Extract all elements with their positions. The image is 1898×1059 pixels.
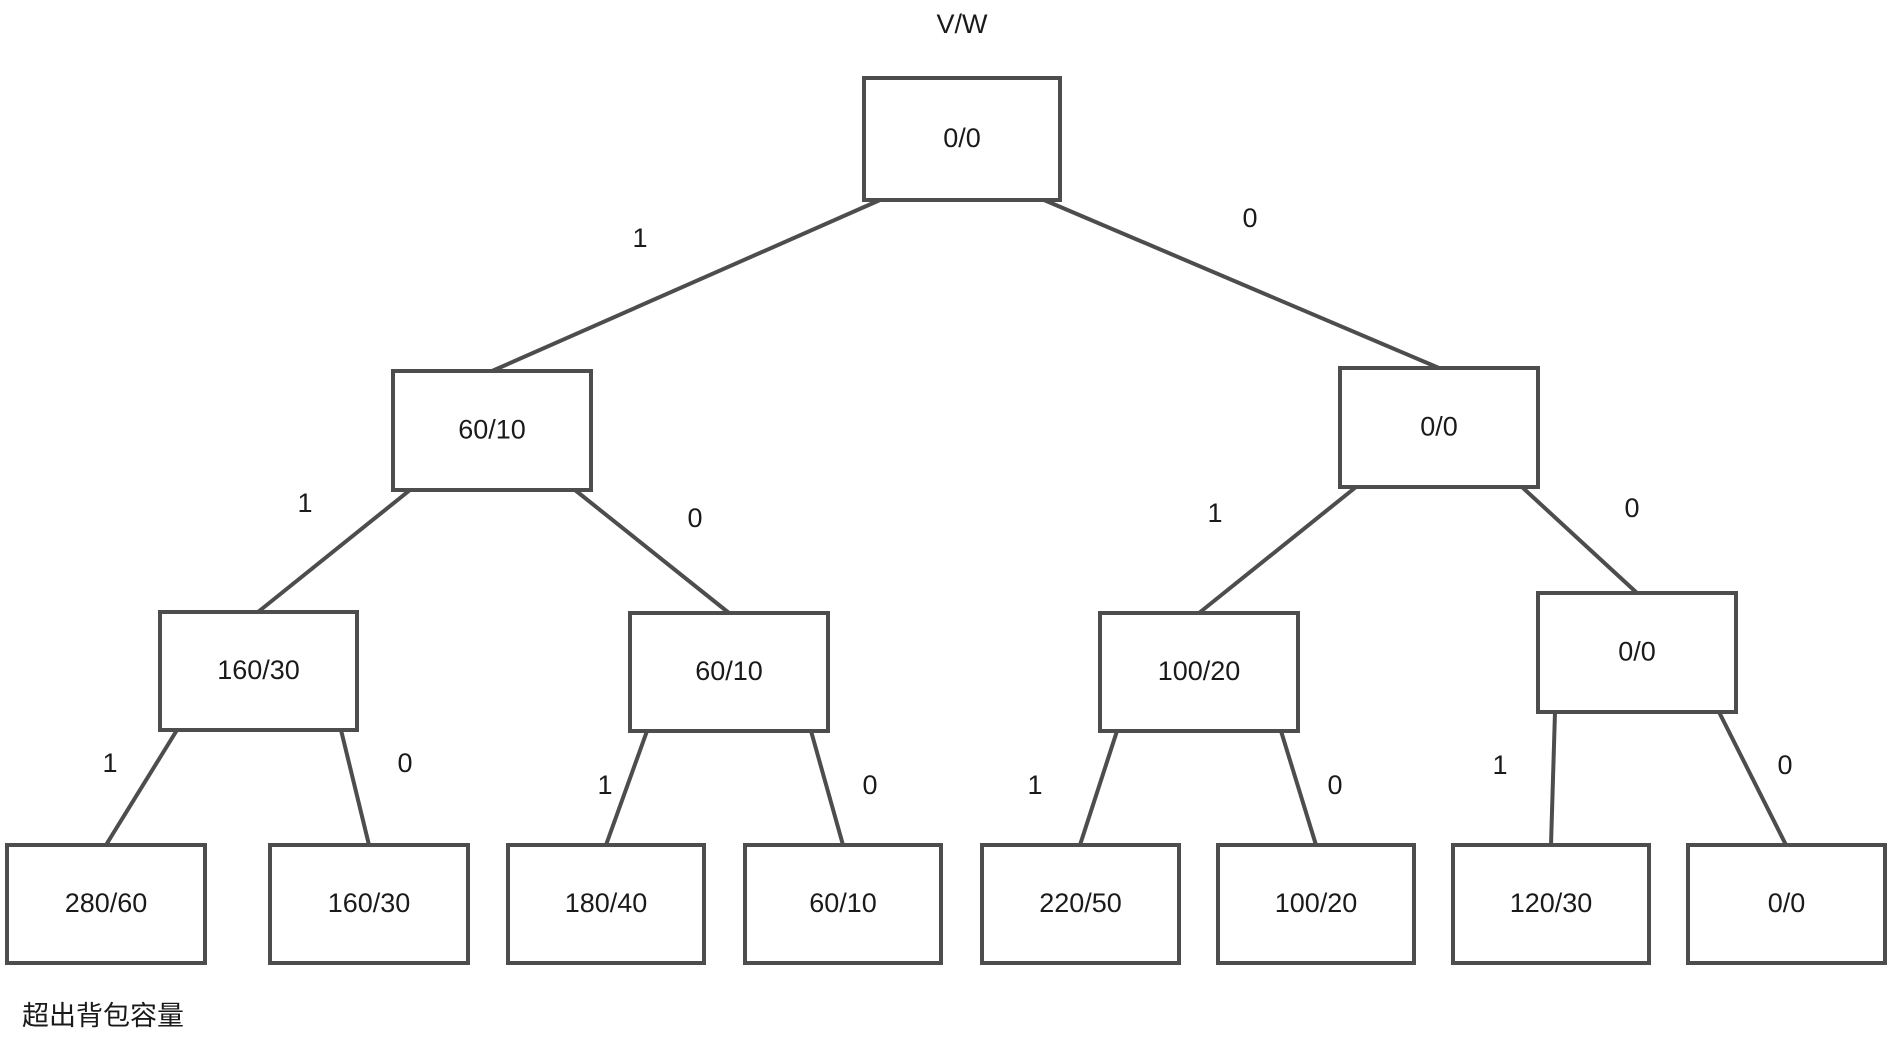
tree-edge (1279, 730, 1318, 846)
tree-node[interactable]: 160/30 (158, 610, 359, 732)
tree-node[interactable]: 0/0 (1338, 366, 1540, 489)
tree-edge (104, 728, 179, 847)
node-box (268, 843, 470, 965)
tree-edge (1520, 485, 1639, 595)
node-label: 0/0 (1768, 888, 1806, 918)
tree-node[interactable]: 60/10 (628, 611, 830, 733)
edges-group (104, 198, 1788, 847)
node-label: 100/20 (1158, 656, 1241, 686)
edge-label: 1 (297, 488, 312, 518)
tree-edge (573, 488, 731, 615)
tree-node[interactable]: 180/40 (506, 843, 706, 965)
node-label: 60/10 (458, 415, 526, 445)
node-box (628, 611, 830, 733)
edge-labels-group: 1 0 1 0 1 0 1 0 1 0 1 0 1 0 (102, 203, 1792, 800)
tree-node[interactable]: 100/20 (1098, 611, 1300, 733)
node-label: 280/60 (65, 888, 148, 918)
tree-node[interactable]: 0/0 (1686, 843, 1887, 965)
tree-edge (491, 198, 881, 373)
edge-label: 1 (632, 223, 647, 253)
node-label: 60/10 (695, 656, 763, 686)
edge-label: 1 (1207, 498, 1222, 528)
node-box (980, 843, 1181, 965)
node-label: 0/0 (1420, 412, 1458, 442)
edge-label: 1 (1492, 750, 1507, 780)
edge-label: 0 (1777, 750, 1792, 780)
tree-node[interactable]: 120/30 (1451, 843, 1651, 965)
tree-node[interactable]: 0/0 (1536, 591, 1738, 714)
node-box (158, 610, 359, 732)
tree-node[interactable]: 60/10 (391, 369, 593, 492)
edge-label: 0 (862, 770, 877, 800)
edge-label: 1 (1027, 770, 1042, 800)
node-box (506, 843, 706, 965)
node-label: 0/0 (1618, 637, 1656, 667)
node-label: 160/30 (217, 655, 300, 685)
node-box (391, 369, 593, 492)
node-label: 100/20 (1275, 888, 1358, 918)
node-box (862, 76, 1062, 202)
node-label: 0/0 (943, 123, 981, 153)
node-box (1686, 843, 1887, 965)
tree-node[interactable]: 160/30 (268, 843, 470, 965)
tree-node[interactable]: 100/20 (1216, 843, 1416, 965)
node-box (1098, 611, 1300, 733)
tree-edge (339, 729, 371, 846)
tree-node[interactable]: 0/0 (862, 76, 1062, 202)
edge-label: 1 (102, 748, 117, 778)
header-label: V/W (937, 9, 989, 39)
edge-label: 0 (397, 748, 412, 778)
tree-node[interactable]: 280/60 (5, 843, 207, 965)
tree-node[interactable]: 60/10 (743, 843, 943, 965)
tree-edge (256, 488, 412, 614)
edge-label: 0 (1242, 203, 1257, 233)
tree-edge (1078, 730, 1119, 846)
tree-edge (1197, 485, 1358, 615)
diagram-caption: 超出背包容量 (22, 1001, 184, 1031)
edge-label: 1 (597, 770, 612, 800)
node-label: 160/30 (328, 888, 411, 918)
node-label: 120/30 (1510, 888, 1593, 918)
node-box (743, 843, 943, 965)
edge-label: 0 (1624, 493, 1639, 523)
node-box (5, 843, 207, 965)
node-label: 60/10 (809, 888, 877, 918)
edge-label: 0 (687, 503, 702, 533)
node-label: 220/50 (1039, 888, 1122, 918)
node-box (1451, 843, 1651, 965)
tree-edge (604, 730, 649, 846)
edge-label: 0 (1327, 770, 1342, 800)
tree-edge (1043, 198, 1440, 370)
tree-node[interactable]: 220/50 (980, 843, 1181, 965)
node-box (1216, 843, 1416, 965)
tree-edge (809, 730, 845, 846)
node-box (1338, 366, 1540, 489)
node-label: 180/40 (565, 888, 648, 918)
node-box (1536, 591, 1738, 714)
tree-edge (1717, 711, 1788, 846)
tree-edge (1549, 711, 1557, 846)
